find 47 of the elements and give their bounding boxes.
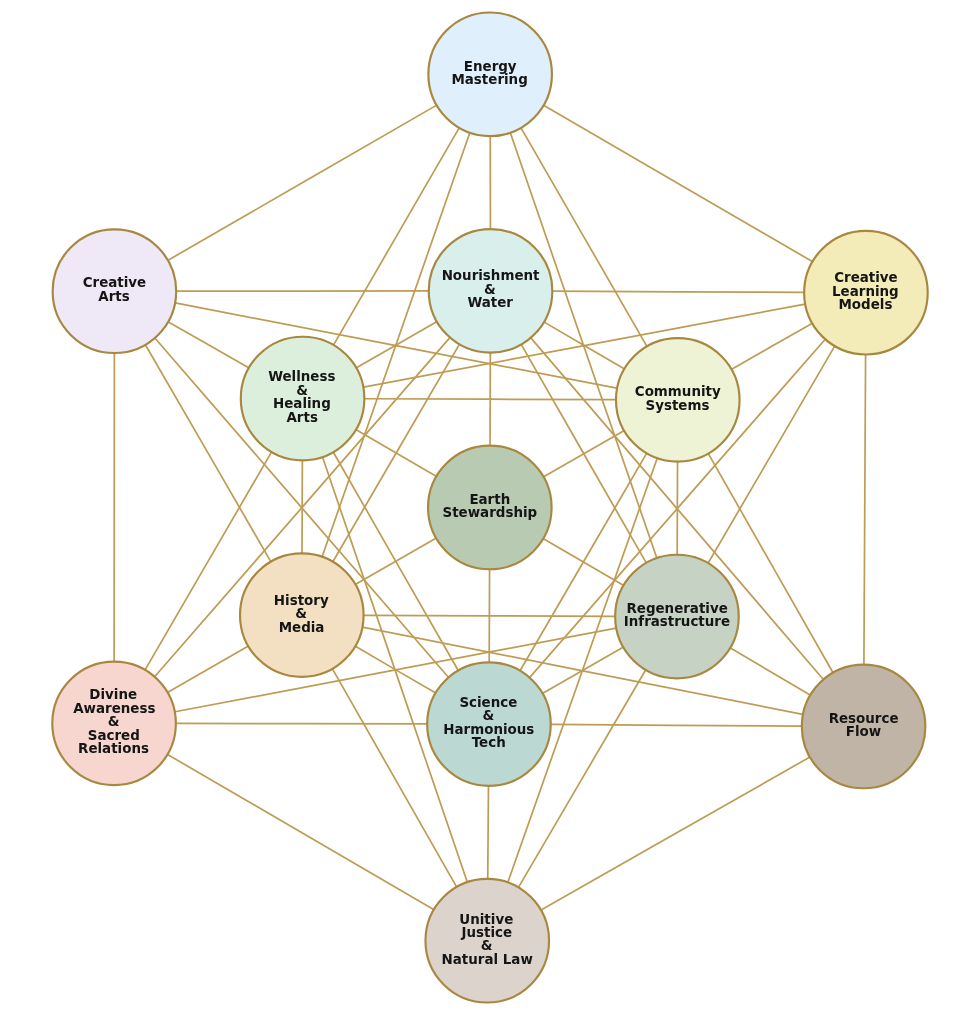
connector xyxy=(355,320,438,369)
connector xyxy=(520,127,648,348)
node-circle: Energy Mastering xyxy=(427,11,553,138)
node-circle: Unitive Justice & Natural Law xyxy=(424,877,551,1004)
connector xyxy=(542,537,625,587)
connector xyxy=(519,452,648,672)
connector xyxy=(542,429,625,478)
connector xyxy=(489,135,492,230)
node-circle: Wellness & Healing Arts xyxy=(239,335,366,462)
connector xyxy=(540,756,811,911)
connector xyxy=(486,785,490,880)
connector xyxy=(167,645,249,694)
connector xyxy=(167,104,438,262)
node-circle: Creative Arts xyxy=(51,228,178,355)
connector xyxy=(166,753,435,911)
connector xyxy=(543,321,625,370)
node-circle: Creative Learning Models xyxy=(803,229,929,356)
connector xyxy=(332,451,459,672)
connector xyxy=(730,322,813,371)
node-circle: Earth Stewardship xyxy=(426,444,553,571)
connector xyxy=(175,722,428,725)
node-circle: Science & Harmonious Tech xyxy=(426,661,552,787)
connector xyxy=(167,321,250,369)
connector xyxy=(332,127,461,346)
connector xyxy=(144,451,273,671)
connector xyxy=(517,669,647,889)
node-circle: Divine Awareness & Sacred Relations xyxy=(51,660,177,787)
connector xyxy=(144,343,272,563)
connector xyxy=(542,104,814,263)
connector xyxy=(321,456,469,883)
connector xyxy=(707,345,836,564)
connector xyxy=(332,343,461,563)
connector xyxy=(355,428,437,478)
connector xyxy=(331,668,458,888)
connector xyxy=(354,537,437,586)
connector xyxy=(520,343,647,564)
node-circle: Nourishment & Water xyxy=(427,228,554,354)
connector xyxy=(507,457,659,883)
node-circle: Community Systems xyxy=(614,337,741,463)
connector xyxy=(354,645,437,694)
node-circle: Resource Flow xyxy=(800,663,927,790)
node-circle: Regenerative Infrastructure xyxy=(614,553,740,680)
node-circle: History & Media xyxy=(238,552,365,678)
connector xyxy=(174,302,618,389)
connector xyxy=(509,132,658,559)
connector xyxy=(707,452,834,674)
connector xyxy=(729,647,811,696)
